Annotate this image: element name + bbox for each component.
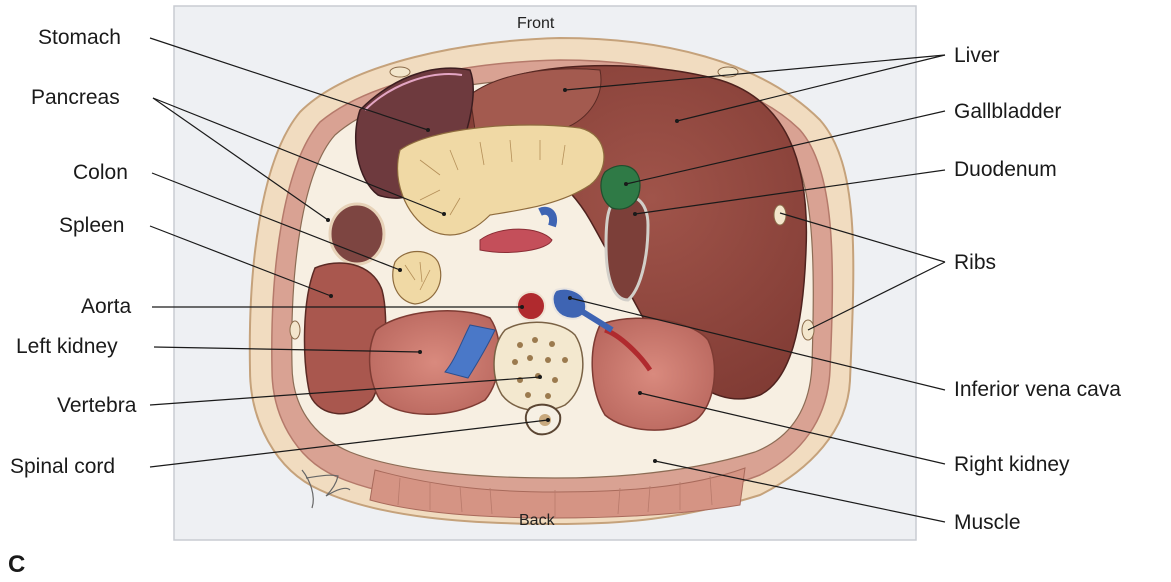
rib — [390, 67, 410, 77]
label-liver: Liver — [954, 45, 1000, 66]
label-muscle: Muscle — [954, 512, 1021, 533]
label-aorta: Aorta — [81, 296, 131, 317]
label-colon: Colon — [73, 162, 128, 183]
label-vertebra: Vertebra — [57, 395, 136, 416]
label-spinal-cord: Spinal cord — [10, 456, 115, 477]
back-label: Back — [519, 513, 555, 529]
label-spleen: Spleen — [59, 215, 124, 236]
label-pancreas: Pancreas — [31, 87, 120, 108]
gallbladder — [601, 166, 640, 210]
label-stomach: Stomach — [38, 27, 121, 48]
label-duodenum: Duodenum — [954, 159, 1057, 180]
front-label: Front — [517, 16, 554, 32]
label-left-kidney: Left kidney — [16, 336, 118, 357]
rib — [774, 205, 786, 225]
label-inferior-vena-cava: Inferior vena cava — [954, 379, 1121, 400]
vertebra — [494, 322, 583, 411]
label-ribs: Ribs — [954, 252, 996, 273]
label-gallbladder: Gallbladder — [954, 101, 1061, 122]
panel-letter: C — [8, 553, 25, 577]
left-kidney — [370, 311, 500, 414]
rib — [290, 321, 300, 339]
label-right-kidney: Right kidney — [954, 454, 1070, 475]
colon — [330, 204, 384, 264]
